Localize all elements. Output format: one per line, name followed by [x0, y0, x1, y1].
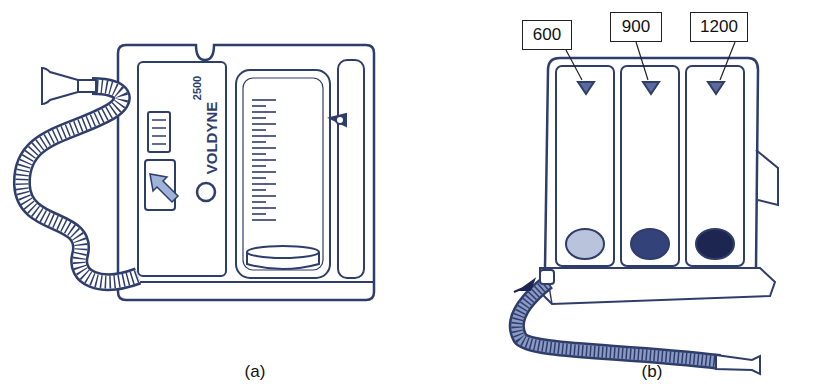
marker-knob	[336, 116, 344, 124]
flow-slot	[338, 60, 364, 278]
value-box: 600	[522, 20, 572, 50]
hose-fill	[22, 86, 138, 282]
leader-line	[636, 42, 648, 80]
mouthpiece-joint	[77, 80, 79, 92]
side-handle	[756, 150, 778, 205]
volume-value: 600	[533, 25, 561, 45]
panel-label: (a)	[245, 362, 266, 382]
chamber-arrow	[708, 82, 724, 94]
ball-light	[566, 229, 604, 259]
volume-value: 900	[622, 17, 650, 37]
leader-line	[720, 42, 735, 80]
hose-outline	[517, 282, 720, 362]
pointer-arrow	[150, 174, 178, 202]
leader-line	[566, 50, 582, 80]
value-box: 900	[610, 12, 662, 42]
brand-text: 2500	[191, 76, 203, 100]
volumetric-spirometer	[22, 45, 374, 300]
panel-label: (b)	[642, 362, 663, 382]
base-line	[118, 281, 374, 283]
hose-outline	[22, 86, 138, 282]
piston-top	[247, 246, 319, 258]
ball-dark	[696, 229, 734, 259]
volume-value: 1200	[700, 17, 738, 37]
left-panel	[138, 62, 226, 276]
ball-medium	[631, 229, 669, 259]
chamber	[621, 66, 679, 266]
measuring-column	[236, 70, 330, 278]
hose-port	[540, 270, 554, 284]
chamber-arrow	[643, 82, 659, 94]
volume-scale	[252, 100, 276, 220]
flow-window	[148, 112, 170, 152]
logo-circle	[197, 183, 215, 201]
chamber	[556, 66, 614, 266]
hose-fill	[517, 282, 720, 362]
piston	[247, 252, 319, 269]
column-inner	[243, 78, 323, 270]
goal-marker	[330, 114, 346, 126]
hose-ribs	[22, 86, 138, 282]
mouthpiece	[42, 68, 96, 104]
flow-spirometer	[514, 42, 778, 374]
device-frame	[545, 58, 758, 268]
flow-window-ticks	[152, 120, 166, 144]
device-body	[118, 45, 374, 300]
chamber-arrow	[578, 82, 594, 94]
chamber	[686, 66, 744, 266]
device-base	[540, 268, 775, 304]
hose-ribs	[517, 282, 720, 362]
mouthpiece	[716, 355, 760, 374]
port-arrow	[514, 280, 534, 292]
value-box: 1200	[690, 12, 748, 42]
brand-text: VOLDYNE	[203, 102, 220, 175]
